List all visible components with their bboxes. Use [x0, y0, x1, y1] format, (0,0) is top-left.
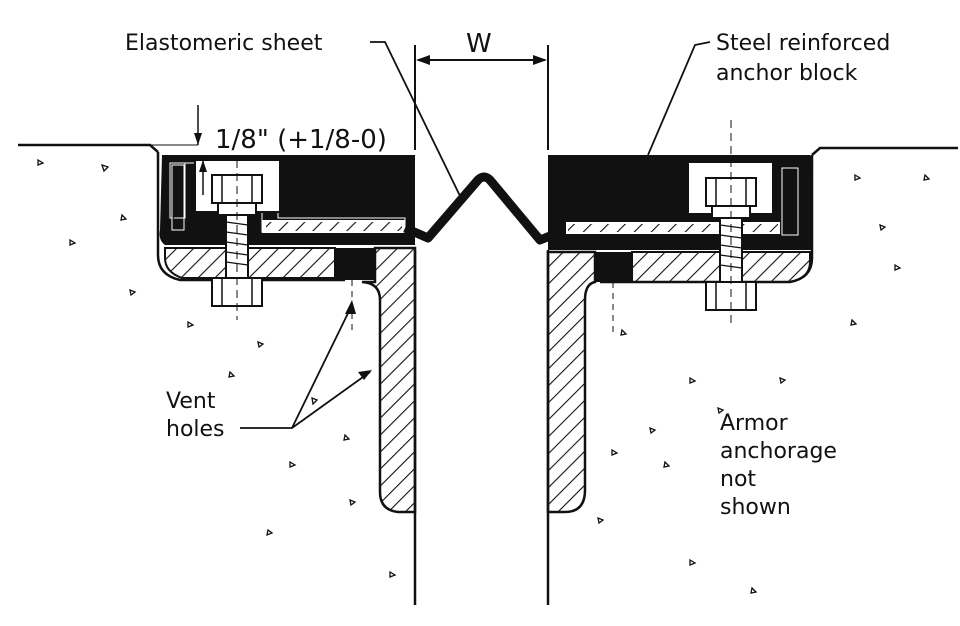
right-armor-web: [546, 250, 597, 514]
concrete-aggregate: [37, 158, 931, 594]
leader-elastomeric: [370, 41, 463, 201]
leader-vent-holes: [240, 304, 371, 429]
right-anchor-assembly: [546, 120, 814, 514]
label-armor-line1: Armor: [720, 411, 789, 436]
gap-dimension-label: 1/8" (+1/8-0): [215, 125, 387, 155]
w-arrow-left: [416, 55, 430, 65]
gap-dim-arrow-down: [194, 133, 202, 145]
label-armor-line4: shown: [720, 495, 791, 520]
w-label: W: [466, 29, 492, 59]
label-steel-line1: Steel reinforced: [716, 31, 890, 56]
concrete-surface-right: [811, 146, 958, 156]
leader-steel-block: [647, 41, 711, 156]
w-arrow-right: [533, 55, 547, 65]
left-anchor-assembly: [159, 155, 417, 514]
recess-outline-left: [156, 152, 345, 282]
label-vent-line1: Vent: [166, 389, 216, 414]
right-seal: [595, 252, 632, 282]
label-elastomeric-sheet: Elastomeric sheet: [125, 31, 323, 56]
label-steel-line2: anchor block: [716, 61, 858, 86]
elastomeric-sheet: [403, 172, 562, 245]
label-armor-line3: not: [720, 467, 756, 492]
label-vent-line2: holes: [166, 417, 225, 442]
concrete-surface-left: [18, 143, 159, 153]
left-bearing-plate: [164, 247, 336, 279]
left-armor-web: [361, 246, 417, 514]
label-armor-line2: anchorage: [720, 439, 837, 464]
left-bolt: [211, 160, 263, 320]
left-seal: [335, 248, 375, 280]
right-bolt: [705, 120, 757, 325]
